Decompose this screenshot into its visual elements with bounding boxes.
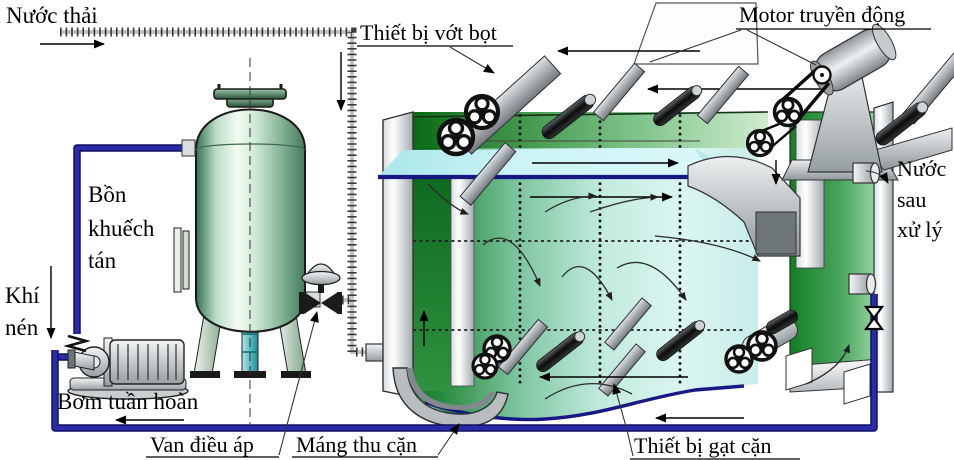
foam-channel xyxy=(755,211,797,255)
skimmer-back-guard xyxy=(633,2,759,65)
labels: Nước thải Thiết bị vớt bọt Motor truyền … xyxy=(5,2,946,460)
skimmer-blade xyxy=(592,62,646,122)
sprocket-wheel xyxy=(466,96,498,128)
skimmer-blade xyxy=(696,65,750,125)
chain-roller xyxy=(653,85,703,127)
label-diffusion-tank: khuếch xyxy=(88,216,155,241)
sprocket-wheel xyxy=(745,128,775,158)
label-treated-water: sau xyxy=(897,187,926,212)
scraper-assembly xyxy=(471,297,798,397)
label-compressed-air: nén xyxy=(5,315,39,340)
pressure-valve xyxy=(299,263,342,314)
label-treated-water: Nước xyxy=(897,156,946,181)
label-recirculation-pump: Bơm tuần hoàn xyxy=(57,389,199,414)
label-sludge-scraper: Thiết bị gạt cặn xyxy=(634,433,771,458)
label-foam-skimmer: Thiết bị vớt bọt xyxy=(360,20,497,45)
baffle-pillar xyxy=(450,177,475,387)
support-plate xyxy=(785,347,813,391)
return-pipe xyxy=(51,294,878,432)
scraper-blade xyxy=(497,318,549,376)
sludge-trough xyxy=(392,367,509,428)
skimmer-front-blade xyxy=(459,141,517,207)
sprocket-wheel xyxy=(772,96,804,128)
manhole-flange xyxy=(173,227,182,293)
label-sludge-trough: Máng thu cặn xyxy=(296,432,417,457)
vessel-inlet-flange xyxy=(181,139,196,157)
inlet-compartment xyxy=(413,148,452,391)
sprocket-wheel xyxy=(724,344,754,374)
label-pressure-valve: Van điều áp xyxy=(150,432,254,457)
outlet-valve xyxy=(863,305,885,320)
flow-arrows xyxy=(419,158,850,400)
label-compressed-air: Khí xyxy=(5,283,40,308)
flexible-coupling xyxy=(63,334,91,353)
chain-roller xyxy=(875,101,929,146)
chain-roller xyxy=(656,320,706,362)
scraper-blade xyxy=(598,343,646,397)
skimmer-assembly xyxy=(439,46,954,207)
label-diffusion-tank: tán xyxy=(88,248,117,273)
wastewater-inlet-pipe xyxy=(60,27,368,357)
label-wastewater: Nước thải xyxy=(6,3,98,28)
support-plate xyxy=(843,363,871,405)
diffusion-tank xyxy=(173,58,321,424)
recirculation-pump xyxy=(63,334,189,400)
chain-roller xyxy=(536,331,586,373)
label-diffusion-tank: Bồn xyxy=(88,182,127,207)
label-drive-motor: Motor truyền động xyxy=(739,2,905,27)
sprocket-wheel xyxy=(439,120,473,154)
chain-roller xyxy=(766,309,798,335)
chain-roller xyxy=(541,93,597,140)
label-treated-water: xử lý xyxy=(897,217,943,242)
scraper-blade xyxy=(604,297,652,351)
sprocket-wheel xyxy=(471,352,499,380)
